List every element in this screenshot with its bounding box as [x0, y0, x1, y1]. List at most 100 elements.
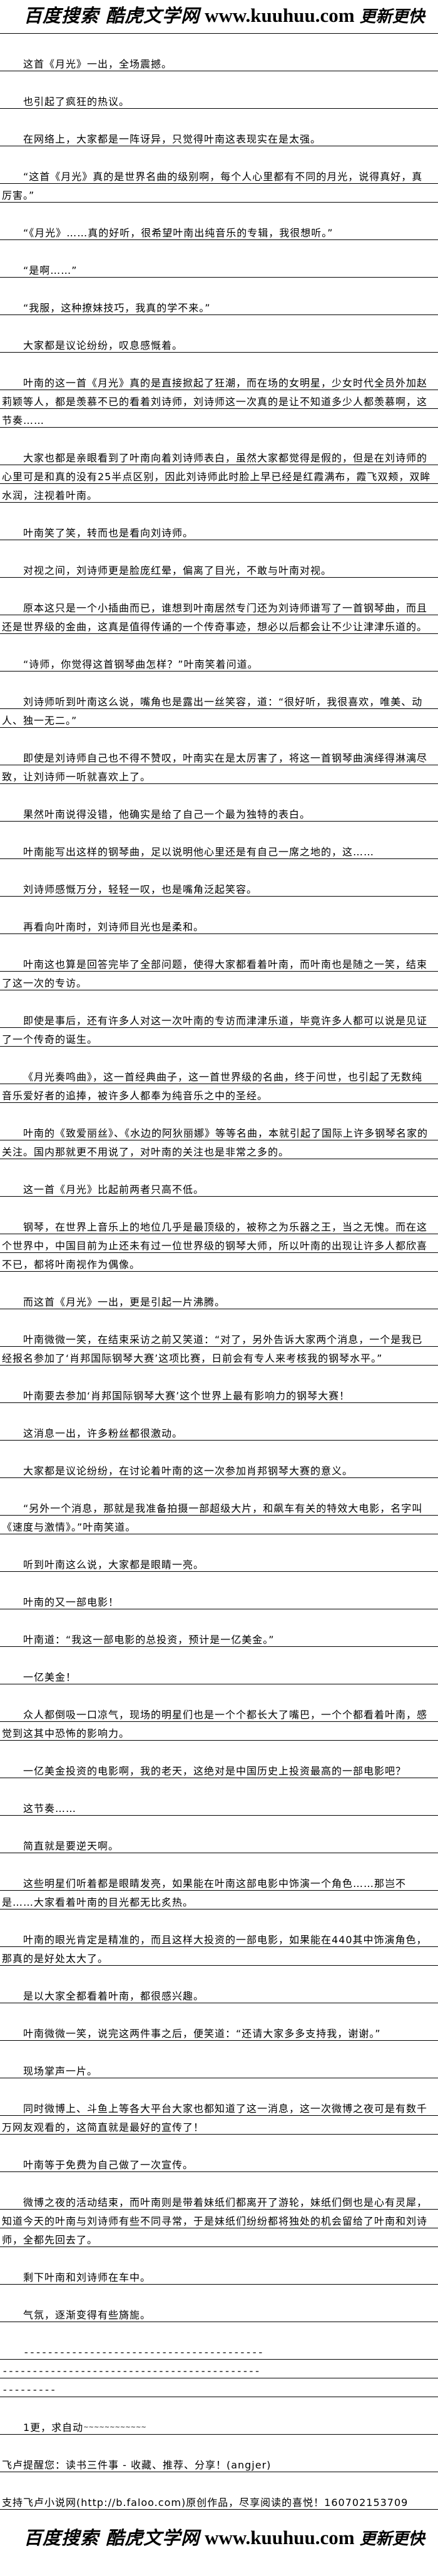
story-paragraph: 一亿美金投资的电影啊，我的老天，这绝对是中国历史上投资最高的一部电影吧？ — [0, 1759, 438, 1778]
story-paragraph: 是以大家全都看着叶南，都很感兴趣。 — [0, 1985, 438, 2003]
paragraph-text: 叶南要去参加‘肖邦国际钢琴大赛’这个世界上最有影响力的钢琴大赛！ — [23, 1390, 350, 1402]
story-paragraph: 剩下叶南和刘诗师在车中。 — [0, 2266, 438, 2285]
divider-block: ----------------------------------------… — [0, 2341, 438, 2397]
story-paragraph: 同时微博上、斗鱼上等各大平台大家也都知道了这一消息，这一次微博之夜可是有数千万网… — [0, 2097, 438, 2135]
paragraph-text: 叶南的又一部电影！ — [23, 1596, 120, 1608]
paragraph-text: 这一首《月光》比起前两者只高不低。 — [23, 1184, 205, 1195]
paragraph-text: 现场掌声一片。 — [23, 2065, 98, 2077]
story-paragraph: 再看向叶南时，刘诗师目光也是柔和。 — [0, 915, 438, 934]
divider-line: ----------------------------------------… — [2, 2366, 260, 2377]
story-paragraph: “诗师，你觉得这首钢琴曲怎样？”叶南笑着问道。 — [0, 653, 438, 672]
site-logo-slogan: 更新更快 — [359, 2530, 425, 2548]
story-paragraph: 刘诗师感慨万分，轻轻一叹，也是嘴角泛起笑容。 — [0, 878, 438, 897]
paragraph-text: 刘诗师听到叶南这么说，嘴角也是露出一丝笑容，道：“很好听，我很喜欢，唯美、动人、… — [2, 696, 423, 727]
story-paragraph: 微博之夜的活动结束，而叶南则是带着妹纸们都离开了游轮，妹纸们倒也是心有灵犀，知道… — [0, 2191, 438, 2247]
paragraph-text: 这些明星们听着都是眼睛发亮，如果能在叶南这部电影中饰演一个角色……那岂不是……大… — [2, 1878, 407, 1908]
paragraph-text: “另外一个消息，那就是我准备拍摄一部超级大片，和飙车有关的特效大电影，名字叫《速… — [2, 1502, 423, 1533]
paragraph-text: 叶南微微一笑，说完这两件事之后，便笑道：“还请大家多多支持我，谢谢。” — [23, 2028, 381, 2040]
story-paragraph: 这些明星们听着都是眼睛发亮，如果能在叶南这部电影中饰演一个角色……那岂不是……大… — [0, 1872, 438, 1909]
chapter-content: 这首《月光》一出，全场震撼。也引起了疯狂的热议。在网络上，大家都是一阵讶异，只觉… — [0, 53, 438, 2322]
paragraph-text: 一亿美金投资的电影啊，我的老天，这绝对是中国历史上投资最高的一部电影吧？ — [23, 1765, 407, 1777]
site-logo-name: 百度搜索 酷虎文学网 — [24, 5, 200, 26]
story-paragraph: 叶南这也算是回答完毕了全部问题，使得大家都看着叶南，而叶南也是随之一笑，结束了这… — [0, 953, 438, 990]
story-paragraph: 这一首《月光》比起前两者只高不低。 — [0, 1178, 438, 1197]
story-paragraph: 大家都是议论纷纷，叹息感慨着。 — [0, 334, 438, 353]
story-paragraph: 叶南能写出这样的钢琴曲，足以说明他心里还是有自己一席之地的，这…… — [0, 840, 438, 859]
paragraph-text: 众人都倒吸一口凉气，现场的明星们也是一个个都长大了嘴巴，一个个都看着叶南，感觉到… — [2, 1709, 428, 1739]
story-paragraph: 也引起了疯狂的热议。 — [0, 90, 438, 109]
story-paragraph: “是啊……” — [0, 259, 438, 278]
paragraph-text: 再看向叶南时，刘诗师目光也是柔和。 — [23, 921, 205, 933]
paragraph-text: 对视之间，刘诗师更是脸庞红晕，偏离了目光，不敢与叶南对视。 — [23, 565, 332, 576]
author-note-text: 1更，求自动 — [23, 2422, 84, 2433]
site-logo-url: www.kuuhuu.com — [205, 2527, 355, 2548]
paragraph-text: 果然叶南说得没错，他确实是给了自己一个最为独特的表白。 — [23, 808, 311, 820]
story-paragraph: 即使是事后，还有许多人对这一次叶南的专访而津津乐道，毕竟许多人都可以说是见证了一… — [0, 1009, 438, 1047]
paragraph-text: 是以大家全都看着叶南，都很感兴趣。 — [23, 1990, 205, 2002]
paragraph-text: 剩下叶南和刘诗师在车中。 — [23, 2272, 151, 2283]
story-paragraph: 大家都是议论纷纷，在讨论着叶南的这一次参加肖邦钢琴大赛的意义。 — [0, 1459, 438, 1478]
paragraph-text: 这首《月光》一出，全场震撼。 — [23, 58, 173, 70]
paragraph-text: 叶南的这一首《月光》真的是直接掀起了狂潮，而在场的女明星，少女时代全员外加赵莉颖… — [2, 377, 428, 426]
paragraph-text: 叶南道：“我这一部电影的总投资，预计是一亿美金。” — [23, 1634, 275, 1646]
author-note: 1更，求自动~~~~~~~~~~~~ — [0, 2416, 438, 2435]
paragraph-text: 在网络上，大家都是一阵讶异，只觉得叶南这表现实在是太强。 — [23, 133, 322, 145]
story-paragraph: 这消息一出，许多粉丝都很激动。 — [0, 1422, 438, 1441]
story-paragraph: 叶南的又一部电影！ — [0, 1591, 438, 1609]
story-paragraph: 一亿美金！ — [0, 1666, 438, 1684]
paragraph-text: 叶南这也算是回答完毕了全部问题，使得大家都看着叶南，而叶南也是随之一笑，结束了这… — [2, 958, 428, 989]
paragraph-text: 一亿美金！ — [23, 1671, 77, 1683]
story-paragraph: 现场掌声一片。 — [0, 2060, 438, 2078]
paragraph-text: “诗师，你觉得这首钢琴曲怎样？”叶南笑着问道。 — [23, 658, 258, 670]
story-paragraph: 气氛，逐渐变得有些旖旎。 — [0, 2303, 438, 2322]
paragraph-text: “这首《月光》真的是世界名曲的级别啊，每个人心里都有不同的月光，说得真好，真厉害… — [2, 171, 423, 201]
paragraph-text: 即使是事后，还有许多人对这一次叶南的专访而津津乐道，毕竟许多人都可以说是见证了一… — [2, 1015, 428, 1045]
paragraph-text: 叶南的眼光肯定是精准的，而且这样大投资的一部电影，如果能在440其中饰演角色，那… — [2, 1934, 427, 1965]
divider-line: ---------------------------------------- — [23, 2347, 264, 2358]
story-paragraph: “这首《月光》真的是世界名曲的级别啊，每个人心里都有不同的月光，说得真好，真厉害… — [0, 165, 438, 203]
paragraph-text: “是啊……” — [23, 264, 78, 276]
story-paragraph: 简直就是要逆天啊。 — [0, 1834, 438, 1853]
paragraph-text: 同时微博上、斗鱼上等各大平台大家也都知道了这一消息，这一次微博之夜可是有数千万网… — [2, 2103, 428, 2133]
story-paragraph: 叶南微微一笑，在结束采访之前又笑道：“对了，另外告诉大家两个消息，一个是我已经报… — [0, 1328, 438, 1366]
paragraph-text: 叶南微微一笑，在结束采访之前又笑道：“对了，另外告诉大家两个消息，一个是我已经报… — [2, 1334, 423, 1364]
story-paragraph: “我服，这种撩妹技巧，我真的学不来。” — [0, 296, 438, 315]
paragraph-text: 这消息一出，许多粉丝都很激动。 — [23, 1427, 183, 1439]
story-paragraph: 叶南的这一首《月光》真的是直接掀起了狂潮，而在场的女明星，少女时代全员外加赵莉颖… — [0, 371, 438, 428]
story-paragraph: 而这首《月光》一出，更是引起一片沸腾。 — [0, 1291, 438, 1309]
story-paragraph: 叶南微微一笑，说完这两件事之后，便笑道：“还请大家多多支持我，谢谢。” — [0, 2022, 438, 2041]
paragraph-text: 微博之夜的活动结束，而叶南则是带着妹纸们都离开了游轮，妹纸们倒也是心有灵犀，知道… — [2, 2196, 428, 2246]
paragraph-text: 钢琴，在世界上音乐上的地位几乎是最顶级的，被称之为乐器之王，当之无愧。而在这个世… — [2, 1221, 428, 1270]
paragraph-text: 而这首《月光》一出，更是引起一片沸腾。 — [23, 1296, 226, 1308]
paragraph-text: 这节奏…… — [23, 1803, 77, 1814]
story-paragraph: 刘诗师听到叶南这么说，嘴角也是露出一丝笑容，道：“很好听，我很喜欢，唯美、动人、… — [0, 690, 438, 728]
story-paragraph: 叶南要去参加‘肖邦国际钢琴大赛’这个世界上最有影响力的钢琴大赛！ — [0, 1384, 438, 1403]
story-paragraph: 对视之间，刘诗师更是脸庞红晕，偏离了目光，不敢与叶南对视。 — [0, 559, 438, 578]
paragraph-text: 即使是刘诗师自己也不得不赞叹，叶南实在是太厉害了，将这一首钢琴曲演绎得淋漓尽致，… — [2, 752, 428, 783]
story-paragraph: 众人都倒吸一口凉气，现场的明星们也是一个个都长大了嘴巴，一个个都看着叶南，感觉到… — [0, 1703, 438, 1741]
site-logo-slogan: 更新更快 — [359, 8, 425, 26]
paragraph-text: 气氛，逐渐变得有些旖旎。 — [23, 2309, 151, 2321]
paragraph-text: “《月光》……真的好听，很希望叶南出纯音乐的专辑，我很想听。” — [23, 227, 334, 239]
story-paragraph: 果然叶南说得没错，他确实是给了自己一个最为独特的表白。 — [0, 803, 438, 822]
story-paragraph: 原本这只是一个小插曲而已，谁想到叶南居然专门还为刘诗师谱写了一首钢琴曲，而且还是… — [0, 596, 438, 634]
story-paragraph: “《月光》……真的好听，很希望叶南出纯音乐的专辑，我很想听。” — [0, 221, 438, 240]
story-paragraph: 即使是刘诗师自己也不得不赞叹，叶南实在是太厉害了，将这一首钢琴曲演绎得淋漓尽致，… — [0, 747, 438, 784]
story-paragraph: 《月光奏鸣曲》，这一首经典曲子，这一首世界级的名曲，终于问世，也引起了无数纯音乐… — [0, 1065, 438, 1103]
paragraph-text: 叶南能写出这样的钢琴曲，足以说明他心里还是有自己一席之地的，这…… — [23, 846, 375, 858]
story-paragraph: 在网络上，大家都是一阵讶异，只觉得叶南这表现实在是太强。 — [0, 128, 438, 146]
paragraph-text: 叶南的《致爱丽丝》、《水边的阿狄丽娜》等等名曲，本就引起了国际上许多钢琴名家的关… — [2, 1127, 429, 1158]
story-paragraph: 钢琴，在世界上音乐上的地位几乎是最顶级的，被称之为乐器之王，当之无愧。而在这个世… — [0, 1215, 438, 1272]
footer-support: 支持飞卢小说网(http://b.faloo.com)原创作品，尽享阅读的喜悦！… — [0, 2491, 438, 2510]
paragraph-text: 大家都是议论纷纷，叹息感慨着。 — [23, 340, 183, 351]
paragraph-text: 叶南等于免费为自己做了一次宣传。 — [23, 2159, 194, 2171]
footer-reminder: 飞卢提醒您：读书三件事 - 收藏、推荐、分享！(angjer) — [0, 2453, 438, 2472]
paragraph-text: 大家也都是亲眼看到了叶南向着刘诗师表白，虽然大家都觉得是假的，但是在刘诗师的心里… — [2, 452, 431, 501]
story-paragraph: 叶南道：“我这一部电影的总投资，预计是一亿美金。” — [0, 1628, 438, 1647]
paragraph-text: “我服，这种撩妹技巧，我真的学不来。” — [23, 302, 211, 314]
paragraph-text: 也引起了疯狂的热议。 — [23, 96, 130, 108]
